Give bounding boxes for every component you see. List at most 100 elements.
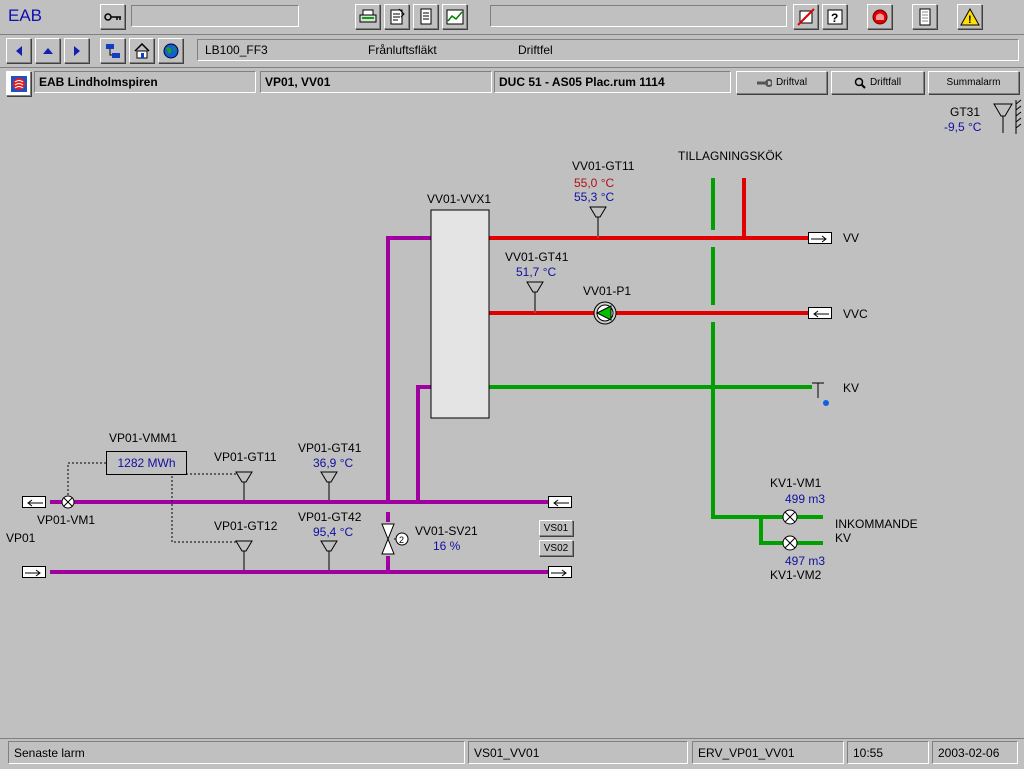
key-icon (103, 12, 121, 21)
summalarm-button[interactable]: Summalarm (928, 71, 1019, 94)
vv01-gt41-label: VV01-GT41 (505, 250, 569, 264)
vs01-button[interactable]: VS01 (539, 520, 573, 536)
tree-button[interactable] (100, 38, 125, 63)
notes-button[interactable] (384, 4, 409, 29)
warning-button[interactable]: ! (957, 4, 982, 29)
meter-signal-lines (67, 462, 236, 543)
app-logo: EAB (8, 6, 43, 25)
sensor-vv01-gt11[interactable] (589, 206, 607, 236)
vv01-sv21-label: VV01-SV21 (415, 524, 478, 538)
globe-button[interactable] (158, 38, 183, 63)
arrow-vv-out (808, 232, 832, 244)
arrow-vp01-return-left (22, 566, 46, 578)
home-icon (133, 42, 150, 58)
vp01-vmm1-label: VP01-VMM1 (109, 431, 178, 445)
driftval-button[interactable]: Driftval (736, 71, 827, 94)
sensor-vp01-gt41[interactable] (320, 471, 338, 500)
print-button[interactable] (355, 4, 380, 29)
inkommande-label: INKOMMANDE (835, 517, 918, 531)
toolbar-row-3: EAB Lindholmspiren VP01, VV01 DUC 51 - A… (0, 67, 1024, 98)
kv1-vm2-label: KV1-VM2 (770, 568, 822, 582)
flow-meter-kv1-vm1[interactable] (782, 509, 798, 525)
hot-water-pipes (489, 178, 808, 315)
vv01-gt41-value: 51,7 °C (516, 265, 557, 279)
vvc-label: VVC (843, 307, 868, 321)
vp01-vm1-label: VP01-VM1 (37, 513, 96, 527)
vp01-label: VP01 (6, 531, 36, 545)
status-bar (0, 738, 1024, 769)
sensor-vp01-gt11[interactable] (235, 471, 253, 500)
printer-icon (359, 9, 376, 22)
help-button[interactable]: ? (822, 4, 847, 29)
kv-label: KV (843, 381, 860, 395)
status-last-alarm[interactable]: Senaste larm (8, 741, 465, 764)
vv01-sv21-value: 16 % (433, 539, 461, 553)
vv01-vvx1-label: VV01-VVX1 (427, 192, 492, 206)
up-button[interactable] (35, 38, 60, 63)
wrench-icon (756, 78, 772, 87)
arrow-up-icon (42, 47, 53, 54)
vp01-gt11-label: VP01-GT11 (214, 450, 277, 464)
status-page: VS01_VV01 (468, 741, 688, 764)
document-button[interactable] (413, 4, 438, 29)
notes-icon (390, 8, 405, 24)
vv01-gt11-value: 55,3 °C (574, 190, 615, 204)
alarm-info-field: LB100_FF3 Frånluftsfläkt Driftfel (197, 39, 1019, 61)
kv1-vm2-value: 497 m3 (785, 554, 826, 568)
energy-meter-vmm1[interactable]: 1282 MWh (106, 451, 187, 475)
home-button[interactable] (129, 38, 154, 63)
sensor-vv01-gt41[interactable] (526, 281, 544, 311)
vp01-gt41-label: VP01-GT41 (298, 441, 362, 455)
message-field (490, 5, 787, 27)
energy-meter-value: 1282 MWh (117, 456, 176, 470)
sensor-gt31[interactable] (993, 99, 1022, 134)
primary-pipes (50, 236, 548, 574)
svg-text:!: ! (968, 14, 972, 26)
sensor-vp01-gt12[interactable] (235, 540, 253, 570)
pump-vv01-p1[interactable] (593, 301, 617, 325)
object-status: Driftfel (518, 43, 553, 57)
valve-vv01-sv21[interactable]: 2 (381, 523, 409, 555)
back-button[interactable] (6, 38, 31, 63)
vv01-p1-label: VV01-P1 (583, 284, 632, 298)
note-button[interactable] (912, 4, 937, 29)
svg-text:?: ? (831, 11, 838, 25)
status-time: 10:55 (847, 741, 929, 764)
trend-button[interactable] (442, 4, 467, 29)
forward-button[interactable] (64, 38, 89, 63)
svg-text:2: 2 (399, 535, 404, 545)
summalarm-label: Summalarm (946, 77, 1001, 88)
kv1-vm1-value: 499 m3 (785, 492, 826, 506)
driftfall-label: Driftfall (869, 77, 902, 88)
flow-meter-kv1-vm2[interactable] (782, 535, 798, 551)
gt31-value: -9,5 °C (944, 120, 982, 134)
arrow-vp01-return-right (548, 566, 572, 578)
site-icon-button[interactable] (6, 71, 31, 96)
driftfall-button[interactable]: Driftfall (831, 71, 924, 94)
cold-water-tap (812, 382, 829, 406)
alarm-bell-icon (872, 9, 887, 24)
globe-icon (163, 43, 178, 58)
no-alarm-icon (796, 7, 815, 26)
alarm-block-button[interactable] (793, 4, 818, 29)
note-icon (919, 8, 930, 25)
sensor-vp01-gt42[interactable] (320, 540, 338, 570)
vs02-button[interactable]: VS02 (539, 540, 573, 556)
arrow-vp01-supply-left (22, 496, 46, 508)
magnifier-icon (854, 77, 866, 89)
heat-exchanger-vvx1[interactable] (430, 209, 490, 419)
toolbar-row-2: LB100_FF3 Frånluftsfläkt Driftfel (0, 34, 1024, 67)
object-description: Frånluftsfläkt (368, 43, 437, 57)
login-field[interactable] (131, 5, 299, 27)
kv1-vm1-label: KV1-VM1 (770, 476, 822, 490)
object-name: LB100_FF3 (205, 43, 268, 57)
status-view: ERV_VP01_VV01 (692, 741, 844, 764)
alarm-button[interactable] (867, 4, 892, 29)
flow-meter-vp01-vm1[interactable] (61, 495, 75, 509)
trend-icon (446, 9, 463, 24)
tillagningskok-label: TILLAGNINGSKÖK (678, 149, 783, 163)
warning-icon: ! (959, 7, 980, 26)
vp01-gt42-value: 95,4 °C (313, 525, 354, 539)
site-name: EAB Lindholmspiren (34, 71, 256, 93)
login-button[interactable] (100, 4, 125, 29)
